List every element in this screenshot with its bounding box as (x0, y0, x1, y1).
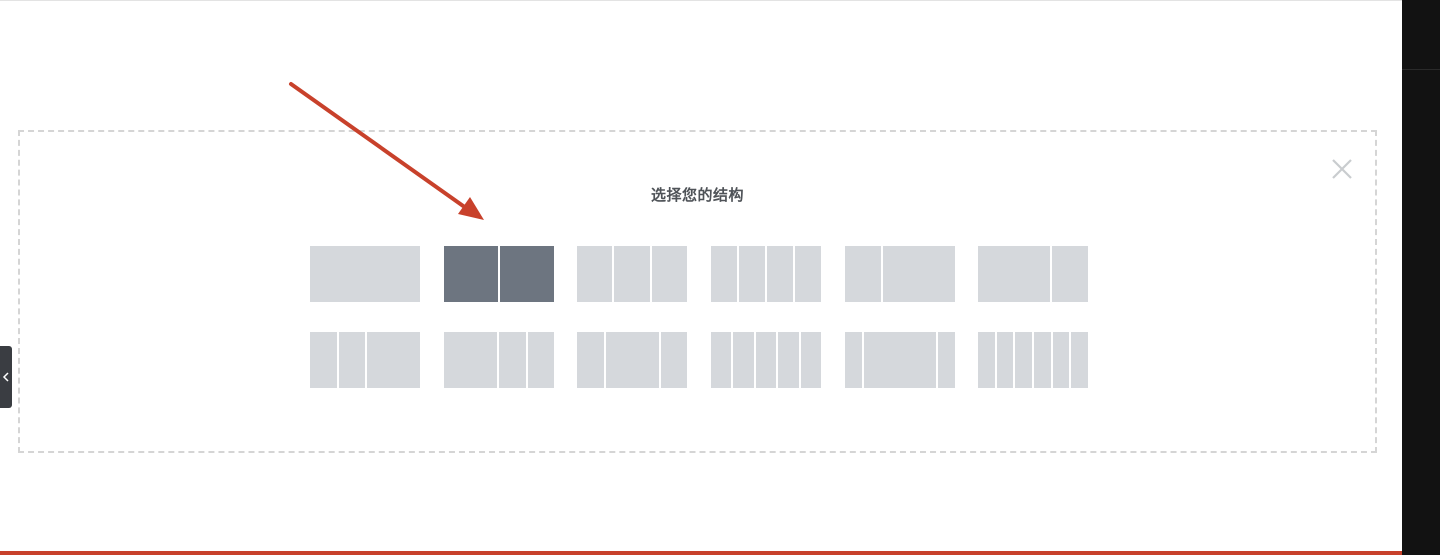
preset-column (310, 332, 337, 388)
preset-column (651, 246, 687, 302)
preset-column (845, 332, 863, 388)
preset-column (996, 332, 1014, 388)
structure-picker: 选择您的结构 (18, 130, 1377, 453)
sidebar-divider (1402, 69, 1440, 70)
preset-column (937, 332, 955, 388)
structure-preset-3[interactable] (577, 246, 687, 302)
preset-column (864, 332, 936, 388)
structure-preset-10[interactable] (711, 332, 822, 388)
preset-column (711, 246, 737, 302)
structure-preset-9[interactable] (577, 332, 687, 388)
preset-column (367, 332, 420, 388)
chevron-left-icon (2, 372, 9, 382)
preset-column (500, 246, 554, 302)
preset-column (527, 332, 554, 388)
preset-column (310, 246, 420, 302)
preset-column (1034, 332, 1051, 388)
preset-column (444, 332, 497, 388)
structure-preset-6[interactable] (978, 246, 1088, 302)
structure-preset-11[interactable] (845, 332, 955, 388)
preset-column (845, 246, 881, 302)
panel-toggle-button[interactable] (0, 346, 12, 408)
preset-column (338, 332, 365, 388)
preset-column (614, 246, 650, 302)
preset-column (767, 246, 793, 302)
preset-column (577, 332, 604, 388)
preset-column (739, 246, 765, 302)
structure-preset-5[interactable] (845, 246, 955, 302)
preset-column (660, 332, 687, 388)
preset-column (800, 332, 822, 388)
structure-preset-2[interactable] (444, 246, 554, 302)
preset-column (978, 246, 1051, 302)
preset-column (605, 332, 659, 388)
accent-bar (0, 551, 1402, 555)
preset-column (882, 246, 955, 302)
close-icon (1332, 159, 1352, 179)
structure-preset-12[interactable] (978, 332, 1089, 388)
preset-column (778, 332, 799, 388)
structure-preset-8[interactable] (444, 332, 554, 388)
preset-column (978, 332, 995, 388)
preset-column (1052, 246, 1088, 302)
right-sidebar (1402, 0, 1440, 555)
preset-column (755, 332, 777, 388)
preset-column (577, 246, 613, 302)
preset-column (444, 246, 498, 302)
structure-preset-4[interactable] (711, 246, 821, 302)
close-button[interactable] (1330, 157, 1354, 181)
preset-column (733, 332, 754, 388)
preset-column (1052, 332, 1070, 388)
structure-preset-7[interactable] (310, 332, 420, 388)
panel-title: 选择您的结构 (650, 186, 744, 204)
structure-preset-1[interactable] (310, 246, 420, 302)
preset-column (1015, 332, 1033, 388)
preset-column (1071, 332, 1089, 388)
preset-column (499, 332, 526, 388)
preset-column (711, 332, 732, 388)
preset-column (795, 246, 821, 302)
